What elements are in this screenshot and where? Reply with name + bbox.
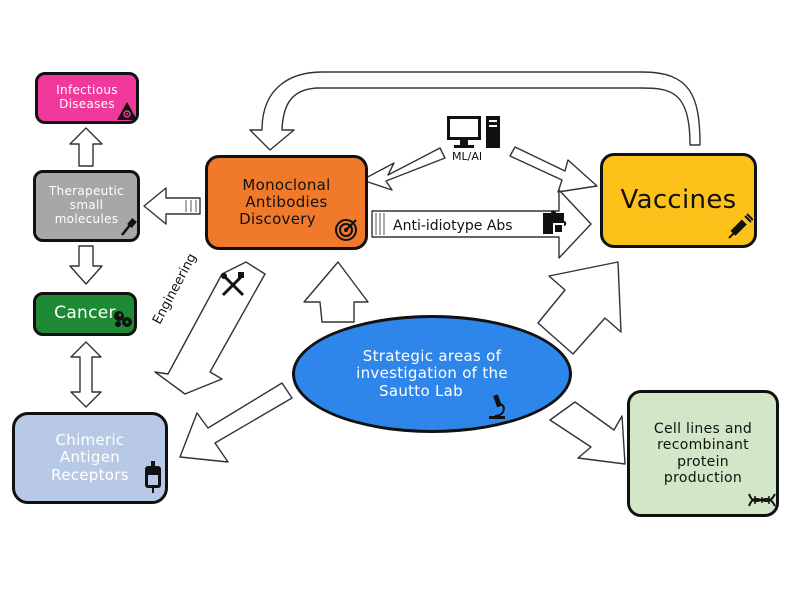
arrow-ml-to-mab	[361, 147, 446, 191]
cell-line-3: protein	[677, 453, 729, 470]
infectious-line-2: Diseases	[59, 97, 115, 111]
arrow-center-to-car	[179, 382, 293, 463]
vaccines-box: Vaccines	[600, 153, 757, 248]
arrow-engineering	[154, 261, 266, 395]
cell-line-1: Cell lines and	[653, 421, 753, 438]
car-line-3: Receptors	[51, 465, 129, 484]
biohazard-icon	[117, 102, 137, 120]
therapeutic-small-molecules-box: Therapeutic small molecules	[33, 170, 140, 242]
small-line-2: small	[69, 198, 104, 213]
mab-line-3: Discovery	[239, 210, 316, 229]
center-line-1: Strategic areas of	[362, 347, 502, 366]
ml-ai-label: ML/AI	[452, 150, 483, 163]
center-line-2: investigation of the	[356, 364, 508, 383]
monoclonal-antibodies-box: Monoclonal Antibodies Discovery	[205, 155, 368, 250]
syringe-icon	[728, 213, 753, 239]
arrow-center-to-cell	[549, 401, 626, 465]
anti-idiotype-label: Anti-idiotype Abs	[393, 218, 513, 234]
mab-line-1: Monoclonal	[242, 175, 331, 194]
tools-icon	[221, 272, 245, 297]
mab-line-2: Antibodies	[245, 192, 328, 211]
pipette-icon	[121, 218, 137, 236]
center-line-3: Sautto Lab	[379, 381, 463, 400]
vaccines-label: Vaccines	[620, 184, 737, 215]
arrow-mab-to-small	[143, 187, 201, 225]
car-line-2: Antigen	[59, 448, 121, 467]
cancer-box: Cancer	[33, 292, 137, 336]
cell-line-4: production	[663, 469, 743, 486]
infectious-line-1: Infectious	[56, 83, 118, 98]
arrow-small-to-infectious	[69, 127, 103, 167]
puzzle-icon	[543, 211, 567, 234]
arrow-ml-to-vaccines	[509, 146, 598, 193]
infectious-diseases-box: Infectious Diseases	[35, 72, 139, 124]
chimeric-antigen-receptors-box: Chimeric Antigen Receptors	[12, 412, 168, 504]
arrow-small-to-cancer	[69, 245, 103, 285]
cell-line-2: recombinant	[657, 437, 749, 454]
cell-lines-box: Cell lines and recombinant protein produ…	[627, 390, 779, 517]
blood-bag-icon	[145, 461, 161, 493]
arrow-center-to-mab	[303, 261, 369, 323]
car-line-1: Chimeric	[55, 431, 125, 450]
arrow-anti-idiotype	[371, 189, 592, 259]
target-icon	[335, 219, 357, 241]
cancer-label: Cancer	[54, 303, 116, 324]
dna-icon	[748, 493, 776, 507]
cells-icon	[114, 311, 132, 327]
arrow-vaccines-to-mab	[249, 71, 701, 151]
computer-icon	[447, 116, 500, 148]
microscope-icon	[489, 394, 505, 419]
small-line-1: Therapeutic	[48, 184, 125, 199]
arrow-cancer-car	[70, 341, 102, 408]
small-line-3: molecules	[54, 211, 119, 226]
arrow-center-to-vaccines	[537, 261, 622, 355]
strategic-areas-ellipse: Strategic areas of investigation of the …	[292, 315, 572, 433]
